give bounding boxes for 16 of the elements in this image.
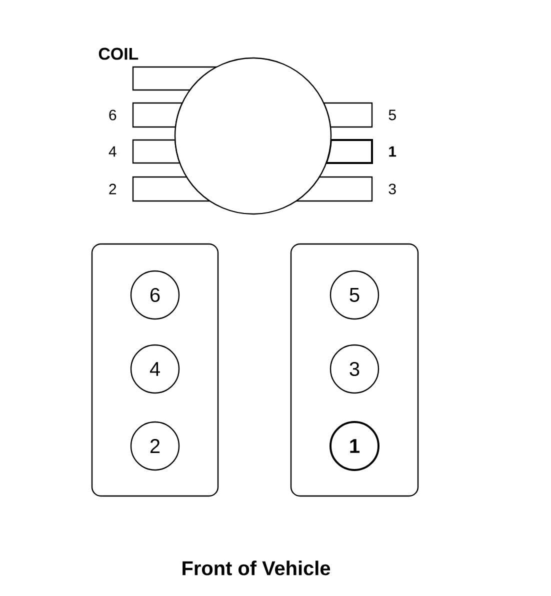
terminal-number: 3 [388,184,396,194]
terminal-box [132,139,180,164]
terminal-box [323,102,373,128]
terminal-number: 2 [109,184,116,194]
coil-label: COIL [98,48,138,60]
terminal-number: 1 [389,146,396,157]
distributor-cap [174,57,332,215]
terminal-box [296,176,373,202]
terminal-box [132,176,210,202]
terminal-number: 6 [109,110,116,120]
terminal-number: 5 [388,110,396,120]
terminal-box [325,139,373,164]
terminal-number: 4 [108,146,116,157]
terminal-box [132,102,183,128]
terminal-box [132,66,218,91]
caption: Front of Vehicle [182,560,330,576]
